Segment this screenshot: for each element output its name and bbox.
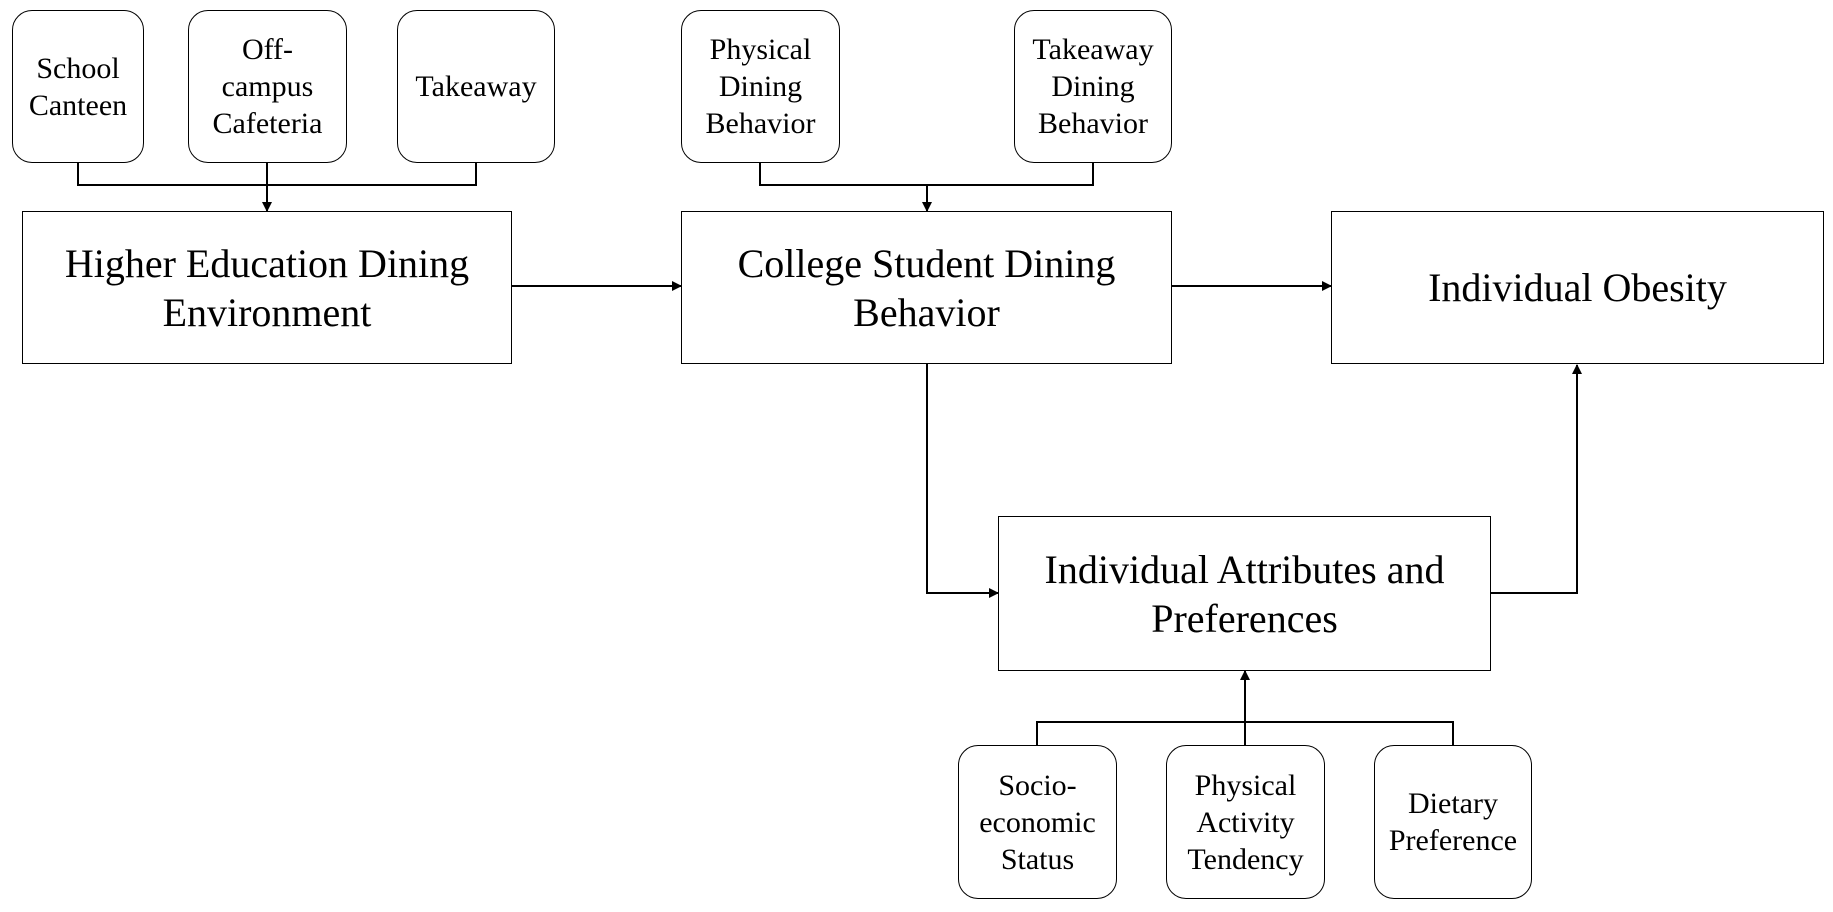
takeaway-box: Takeaway xyxy=(397,10,555,163)
dietary-preference-box: Dietary Preference xyxy=(1374,745,1532,899)
arrow-attributes-to-obesity xyxy=(1491,364,1582,594)
socio-economic-status-label: Socio- economic Status xyxy=(979,768,1096,876)
takeaway-label: Takeaway xyxy=(415,70,537,103)
dietary-preference-label: Dietary Preference xyxy=(1388,787,1518,857)
college-student-dining-behavior-box: College Student Dining Behavior xyxy=(681,211,1172,364)
off-campus-cafeteria-box: Off- campus Cafeteria xyxy=(188,10,347,163)
bracket-dining-behavior-sources xyxy=(759,163,1094,186)
physical-dining-behavior-box: Physical Dining Behavior xyxy=(681,10,840,163)
arrow-behavior-to-attributes xyxy=(926,364,999,598)
college-student-dining-behavior-label: College Student Dining Behavior xyxy=(737,240,1116,335)
takeaway-dining-behavior-label: Takeaway Dining Behavior xyxy=(1032,33,1154,140)
physical-activity-tendency-box: Physical Activity Tendency xyxy=(1166,745,1325,899)
higher-education-dining-environment-box: Higher Education Dining Environment xyxy=(22,211,512,364)
individual-obesity-box: Individual Obesity xyxy=(1331,211,1824,364)
off-campus-cafeteria-label: Off- campus Cafeteria xyxy=(212,33,323,140)
physical-dining-behavior-label: Physical Dining Behavior xyxy=(705,33,816,140)
physical-activity-tendency-label: Physical Activity Tendency xyxy=(1187,768,1304,876)
individual-attributes-label: Individual Attributes and Preferences xyxy=(1044,546,1445,641)
higher-education-dining-environment-label: Higher Education Dining Environment xyxy=(64,240,470,335)
takeaway-dining-behavior-box: Takeaway Dining Behavior xyxy=(1014,10,1172,163)
bracket-dining-environment-sources xyxy=(77,163,477,186)
individual-attributes-box: Individual Attributes and Preferences xyxy=(998,516,1491,671)
socio-economic-status-box: Socio- economic Status xyxy=(958,745,1117,899)
school-canteen-box: School Canteen xyxy=(12,10,144,163)
school-canteen-label: School Canteen xyxy=(28,51,128,122)
individual-obesity-label: Individual Obesity xyxy=(1428,265,1727,310)
